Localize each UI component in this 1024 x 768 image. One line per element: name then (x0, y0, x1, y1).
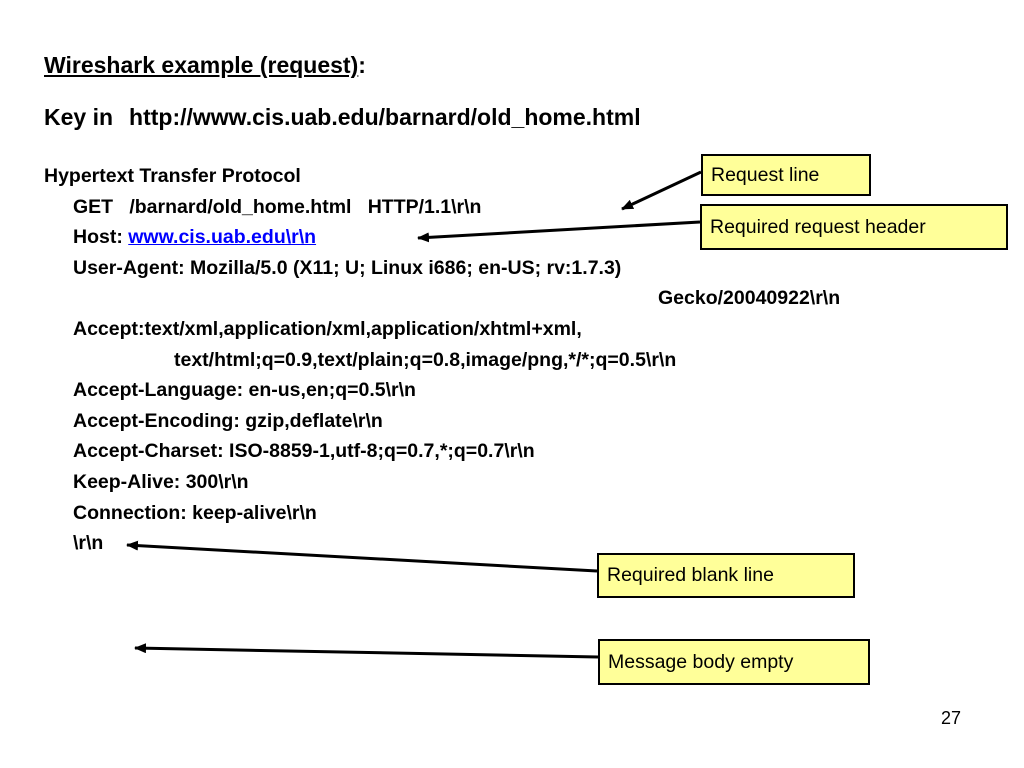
accept-language-header: Accept-Language: en-us,en;q=0.5\r\n (73, 379, 416, 402)
arrow-request-line (621, 170, 702, 211)
arrow-required-header (417, 220, 701, 243)
slide-title-text: Wireshark example (request) (44, 52, 359, 78)
connection-header: Connection: keep-alive\r\n (73, 501, 317, 524)
key-in-line: Key in http://www.cis.uab.edu/barnard/old… (44, 104, 641, 131)
slide-title: Wireshark example (request): (44, 52, 366, 79)
blank-line-crlf: \r\n (73, 532, 104, 555)
protocol-heading: Hypertext Transfer Protocol (44, 165, 301, 187)
callout-required-header: Required request header (700, 204, 1008, 250)
callout-request-line: Request line (701, 154, 871, 196)
accept-continuation: text/html;q=0.9,text/plain;q=0.8,image/p… (174, 348, 677, 371)
accept-encoding-header: Accept-Encoding: gzip,deflate\r\n (73, 409, 383, 432)
key-in-label: Key in (44, 104, 114, 130)
slide-title-colon: : (358, 52, 366, 78)
user-agent-header: User-Agent: Mozilla/5.0 (X11; U; Linux i… (73, 256, 622, 279)
arrow-blank-line (126, 540, 598, 573)
host-header: Host: www.cis.uab.edu\r\n (44, 222, 840, 253)
callout-required-header-text: Required request header (710, 215, 926, 238)
http-packet-detail: Hypertext Transfer Protocol GET /barnard… (44, 161, 840, 559)
callout-body-empty-text: Message body empty (608, 650, 794, 673)
callout-request-line-text: Request line (711, 163, 820, 186)
host-link[interactable]: www.cis.uab.edu\r\n (128, 226, 317, 249)
keep-alive-header: Keep-Alive: 300\r\n (73, 470, 249, 493)
callout-blank-line-text: Required blank line (607, 564, 774, 586)
host-label: Host: (73, 226, 129, 249)
request-line-text: GET /barnard/old_home.html HTTP/1.1\r\n (73, 195, 482, 218)
callout-blank-line: Required blank line (597, 553, 855, 598)
callout-body-empty: Message body empty (598, 639, 870, 685)
user-agent-continuation: Gecko/20040922\r\n (658, 287, 841, 310)
page-number: 27 (941, 708, 962, 728)
key-in-url: http://www.cis.uab.edu/barnard/old_home.… (129, 104, 641, 130)
accept-header: Accept:text/xml,application/xml,applicat… (73, 317, 582, 340)
arrow-body-empty (134, 643, 599, 659)
accept-charset-header: Accept-Charset: ISO-8859-1,utf-8;q=0.7,*… (73, 440, 535, 463)
